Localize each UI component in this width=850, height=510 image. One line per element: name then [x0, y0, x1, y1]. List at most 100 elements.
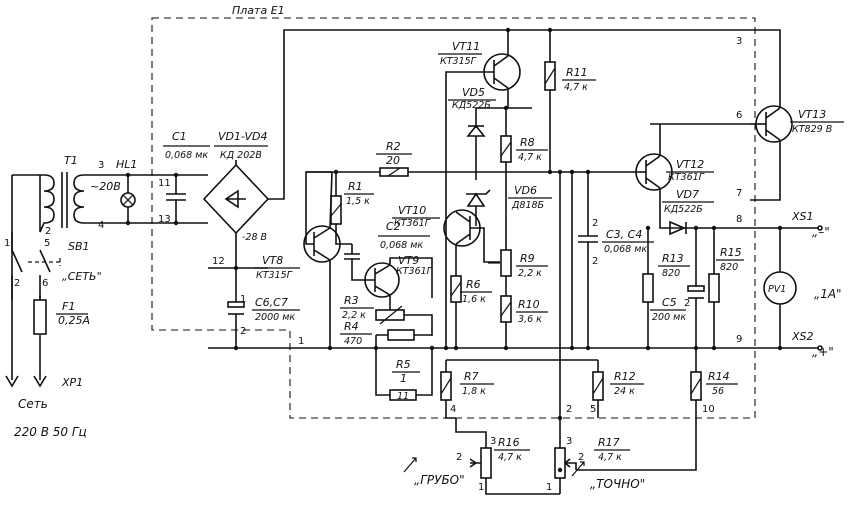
r1-ref: R1: [348, 180, 363, 193]
minus-label: „–": [812, 225, 830, 239]
diode-bridge-vd1-vd4: VD1-VD4 КД 202В: [202, 130, 270, 235]
svg-text:1: 1: [478, 482, 484, 493]
f1-value: 0,25А: [58, 314, 90, 327]
transistor-vt10: VT10 КТ361Г: [392, 204, 500, 263]
zener-vd6: VD6 Д818Б: [466, 184, 552, 226]
potentiometer-r17: 3 2 1 R17 4,7 к „ТОЧНО": [546, 418, 645, 494]
board-outline: Плата Е1: [151, 4, 756, 419]
v20-label: ~20В: [90, 180, 121, 193]
capacitor-c1: C1 0,068 мк 11 13: [158, 130, 210, 225]
c5-value: 200 мк: [652, 312, 686, 323]
mains-spec: 220 В 50 Гц: [14, 425, 87, 439]
svg-text:5: 5: [44, 238, 50, 249]
vt8-ref: VT8: [262, 254, 283, 267]
r6-ref: R6: [466, 278, 481, 291]
resistor-r1: R1 1,5 к: [330, 172, 374, 245]
r14-value: 56: [712, 386, 724, 397]
r3-ref: R3: [344, 294, 359, 307]
svg-text:6: 6: [736, 110, 742, 121]
svg-text:10: 10: [702, 404, 715, 415]
svg-text:3: 3: [736, 36, 742, 47]
r11-value: 4,7 к: [564, 82, 588, 93]
switch-sb1: 1 5 2 6 SB1 „СЕТЬ": [4, 232, 102, 300]
r16-value: 4,7 к: [498, 452, 522, 463]
r13-ref: R13: [662, 252, 684, 265]
c6c7-value: 2000 мк: [255, 312, 295, 323]
svg-text:4: 4: [98, 220, 104, 231]
vd6-ref: VD6: [514, 184, 537, 197]
vd5-ref: VD5: [462, 86, 485, 99]
c1-value: 0,068 мк: [165, 150, 208, 161]
r9-value: 2,2 к: [518, 268, 542, 279]
r9-ref: R9: [520, 252, 535, 265]
diode-vd5: VD5 КД522Б: [448, 86, 532, 180]
svg-text:1: 1: [546, 482, 552, 493]
xs1-ref: XS1: [791, 210, 814, 223]
coarse-label: „ГРУБО": [414, 473, 465, 487]
r12-value: 24 к: [614, 386, 635, 397]
c6c7-ref: C6,C7: [255, 296, 288, 309]
r8-value: 4,7 к: [518, 152, 542, 163]
r4-value: 470: [344, 336, 362, 347]
capacitor-c3-c4: 2 2 C3, C4 0,068 мк: [578, 172, 654, 348]
resistor-r13: R13 820: [642, 228, 690, 348]
svg-text:5: 5: [590, 404, 596, 415]
r2-ref: R2: [386, 140, 401, 153]
vt13-value: КТ829 В: [792, 124, 832, 135]
svg-text:9: 9: [736, 334, 742, 345]
transistor-vt11: VT11 КТ315Г: [438, 30, 521, 348]
f1-ref: F1: [62, 300, 75, 313]
r12-ref: R12: [614, 370, 636, 383]
capacitor-c5: 2 C5 200 мк: [650, 228, 705, 348]
mains-label: Сеть: [18, 397, 48, 411]
c1-ref: C1: [172, 130, 187, 143]
r16-ref: R16: [498, 436, 520, 449]
svg-text:3: 3: [490, 436, 496, 447]
r14-ref: R14: [708, 370, 730, 383]
xp1-ref: XP1: [61, 376, 83, 389]
svg-text:1: 1: [240, 294, 246, 305]
output-terminals: PV1 XS1 „–" XS2 „+" „1А": [750, 210, 842, 359]
vt12-value: КТ361Г: [668, 172, 705, 183]
vt10-ref: VT10: [398, 204, 426, 217]
resistor-r6: R6 1,6 к: [450, 244, 492, 348]
vt9-value: КТ361Г: [396, 266, 433, 277]
resistor-r2: R2 20: [306, 140, 640, 177]
svg-text:2: 2: [240, 326, 246, 337]
xs2-ref: XS2: [791, 330, 814, 343]
vd1-vd4-ref: VD1-VD4: [218, 130, 268, 143]
lamp-hl1: HL1: [116, 158, 137, 223]
resistor-r15: R15 820: [708, 228, 744, 348]
vd5-value: КД522Б: [452, 100, 491, 111]
c3c4-ref: C3, C4: [606, 228, 642, 241]
junction-dots: [125, 27, 783, 473]
svg-text:3: 3: [98, 160, 104, 171]
capacitor-c6-c7: 12 1 2 C6,C7 2000 мк: [208, 256, 300, 348]
r15-value: 820: [720, 262, 738, 273]
vt10-value: КТ361Г: [394, 218, 431, 229]
vd7-value: КД522Б: [664, 204, 703, 215]
resistor-r5: 11 R5 1: [375, 348, 433, 402]
c2-ref: C2: [386, 220, 401, 233]
resistor-r10: R10 3,6 к: [500, 295, 548, 348]
svg-text:8: 8: [736, 214, 742, 225]
vt13-ref: VT13: [798, 108, 826, 121]
svg-text:13: 13: [158, 214, 171, 225]
r1-value: 1,5 к: [346, 196, 370, 207]
hl1-ref: HL1: [116, 158, 137, 171]
r10-ref: R10: [518, 298, 540, 311]
c5-ref: C5: [662, 296, 677, 309]
vd1-vd4-value: КД 202В: [220, 150, 262, 161]
potentiometer-r16: 3 2 1 R16 4,7 к „ГРУБО": [403, 418, 560, 495]
svg-text:11: 11: [397, 391, 409, 402]
vt9-ref: VT9: [398, 254, 419, 267]
r10-value: 3,6 к: [518, 314, 542, 325]
svg-text:2: 2: [14, 278, 20, 289]
svg-text:2: 2: [578, 452, 584, 463]
transistor-vt9: VT9 КТ361Г: [351, 254, 433, 298]
resistor-r3-r4: R3 2,2 к R4 470: [340, 294, 433, 348]
r7-ref: R7: [464, 370, 479, 383]
resistor-r14: 10 R14 56: [576, 348, 738, 471]
plus-label: „+": [812, 345, 834, 359]
